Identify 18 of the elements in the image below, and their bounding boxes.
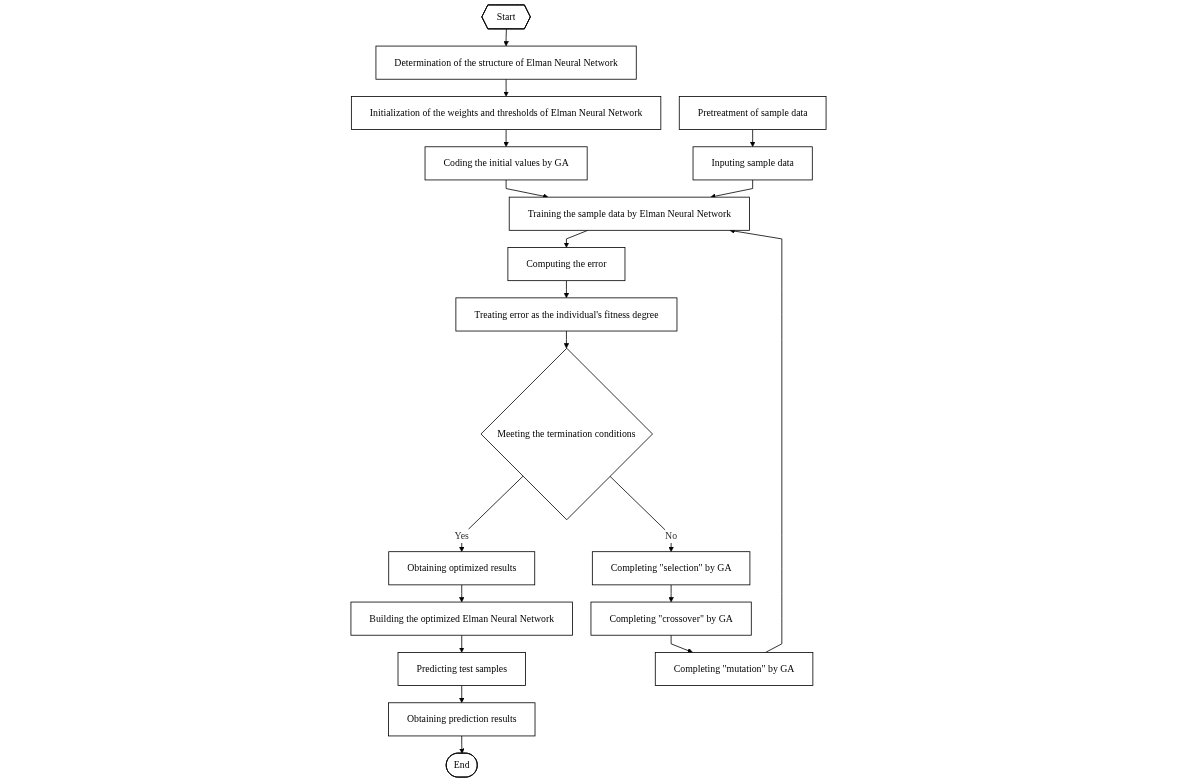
node-box: Coding the initial values by GA (424, 146, 588, 181)
node-box: Initialization of the weights and thresholds of Elman Neural Network (350, 96, 662, 130)
node-box: Completing "selection" by GA (591, 551, 751, 586)
node-box: Treating error as the individual's fitness degree (455, 297, 678, 332)
node-diamond: Meeting the termination conditions (480, 347, 653, 521)
node-box: Completing "mutation" by GA (654, 652, 814, 686)
node-box: Predicting test samples (397, 652, 526, 686)
node-box: Obtaining prediction results (388, 702, 536, 737)
node-box: Building the optimized Elman Neural Network (350, 601, 573, 636)
edge-label: Yes (454, 530, 469, 541)
node-box: Determination of the structure of Elman Neural Network (375, 45, 637, 80)
node-box: Inputing sample data (692, 146, 813, 181)
node-box: Obtaining optimized results (388, 551, 536, 586)
node-box: Computing the error (507, 247, 626, 282)
node-box: Completing "crossover" by GA (590, 601, 752, 636)
node-box: Pretreatment of sample data (678, 96, 827, 130)
edge-label: No (665, 530, 678, 541)
node-box: Training the sample data by Elman Neural Network (508, 196, 750, 231)
